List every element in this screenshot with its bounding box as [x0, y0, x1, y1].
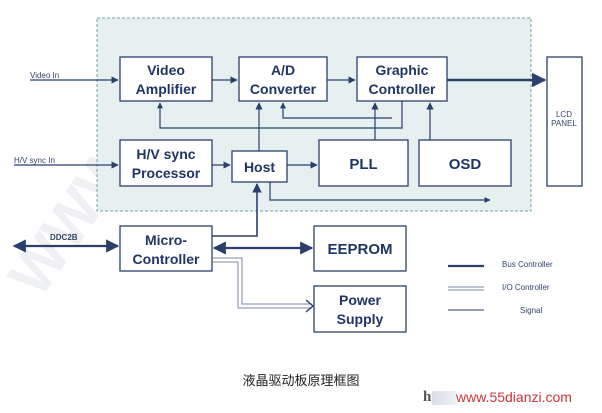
video-amplifier-line1: Video — [147, 62, 185, 78]
hv-sync-line1: H/V sync — [136, 146, 195, 162]
video-amplifier-block: Video Amplifier — [119, 56, 213, 102]
ad-converter-line1: A/D — [271, 62, 295, 78]
legend-signal-label: Signal — [520, 306, 542, 315]
hv-sync-in-label: H/V sync In — [14, 156, 55, 165]
lcd-panel — [546, 56, 583, 187]
eeprom-label: EEPROM — [327, 241, 392, 258]
power-supply-line1: Power — [339, 292, 382, 308]
micro-controller-block: Micro- Controller — [119, 225, 213, 272]
signal-lines — [12, 72, 547, 255]
lcd-panel-label-line1: LCD — [556, 110, 572, 119]
diagram-caption: 液晶驱动板原理框图 — [242, 374, 360, 389]
pll-block: PLL — [318, 139, 409, 187]
legend-bus-label: Bus Controller — [502, 260, 553, 269]
watermark-blur — [432, 391, 456, 405]
watermark-url: www.55dianzi.com — [456, 389, 572, 405]
lcd-panel-label-line2: PANEL — [551, 119, 577, 128]
hv-sync-line2: Processor — [132, 165, 201, 181]
osd-label: OSD — [449, 156, 482, 173]
graphic-to-ad-control — [280, 102, 392, 119]
io-line-micro-to-power — [212, 257, 315, 313]
ddc2b-label: DDC2B — [50, 233, 78, 242]
video-amplifier-line2: Amplifier — [136, 81, 197, 97]
micro-to-host-bus — [212, 183, 262, 237]
legend: Bus Controller I/O Controller Signal — [448, 260, 553, 315]
ad-converter-line2: Converter — [250, 81, 317, 97]
host-label: Host — [244, 159, 275, 175]
legend-io-label: I/O Controller — [502, 283, 550, 292]
graphic-controller-block: Graphic Controller — [356, 56, 448, 102]
host-to-osd-line — [269, 182, 491, 203]
eeprom-block: EEPROM — [313, 225, 407, 272]
video-in-label: Video In — [30, 71, 59, 80]
micro-controller-line1: Micro- — [145, 232, 187, 248]
pll-label: PLL — [349, 156, 377, 173]
graphic-to-video-amp-control — [157, 101, 403, 129]
graphic-controller-line2: Controller — [369, 81, 436, 97]
osd-block: OSD — [418, 139, 512, 187]
ad-converter-block: A/D Converter — [238, 56, 328, 102]
power-supply-line2: Supply — [337, 311, 384, 327]
power-supply-block: Power Supply — [313, 285, 407, 333]
micro-controller-line2: Controller — [133, 251, 200, 267]
host-block: Host — [231, 150, 288, 183]
hv-sync-processor-block: H/V sync Processor — [119, 139, 213, 187]
graphic-controller-line1: Graphic — [376, 62, 429, 78]
